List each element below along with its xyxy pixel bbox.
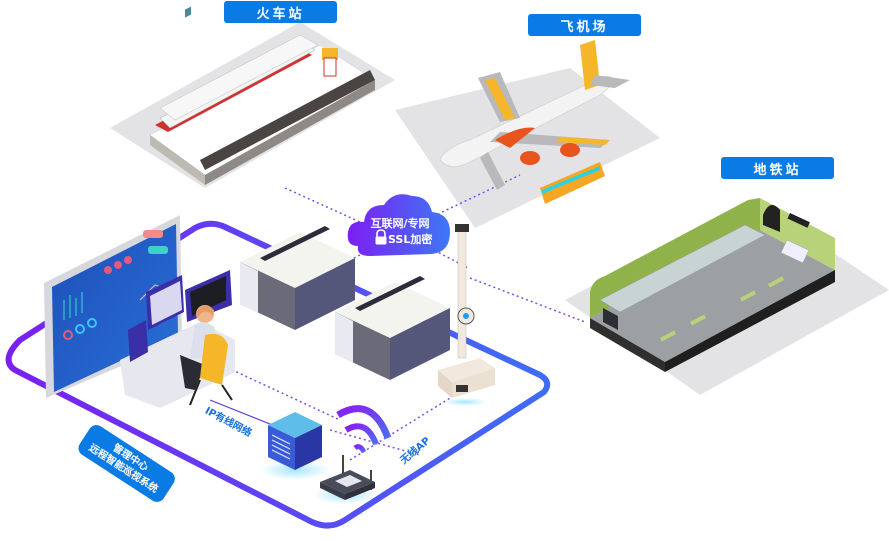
train-illustration — [149, 6, 376, 185]
airplane-illustration — [439, 40, 630, 204]
network-switch-box — [260, 412, 330, 480]
cloud-ssl-label: SSL加密 — [388, 233, 433, 246]
internet-cloud — [347, 194, 450, 256]
control-room — [44, 215, 235, 408]
airport-bus — [540, 162, 605, 204]
label-airport: 飞机场 — [528, 14, 641, 36]
inspection-robot — [438, 224, 495, 406]
server-rack-2 — [335, 276, 450, 380]
lock-icon — [375, 229, 387, 245]
cloud-network-label: 互联网/专网 — [370, 217, 430, 230]
management-ring — [5, 220, 551, 529]
airport-platform — [395, 68, 660, 228]
metro-illustration — [590, 198, 835, 372]
wireless-router — [313, 455, 377, 504]
label-train-station: 火车站 — [224, 1, 337, 23]
server-rack-1 — [240, 226, 355, 330]
label-metro-station: 地铁站 — [721, 157, 834, 179]
wifi-signal-icon — [336, 405, 392, 454]
